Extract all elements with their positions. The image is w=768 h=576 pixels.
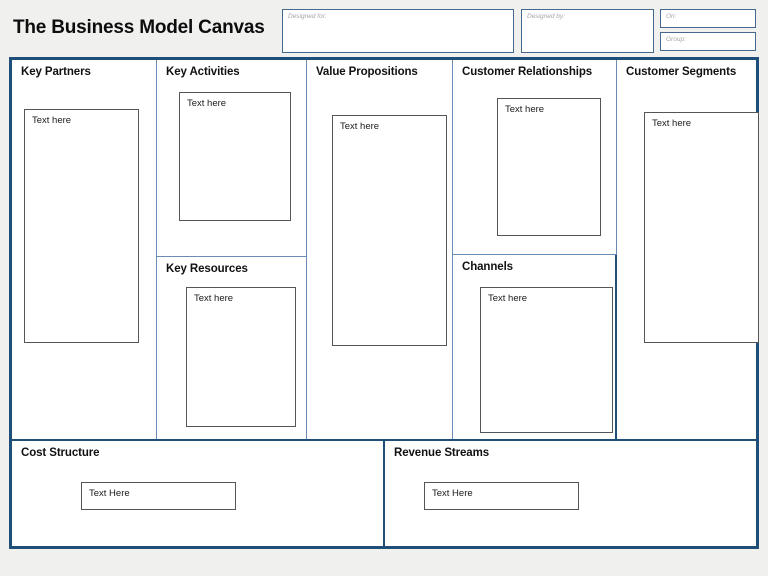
block-customer-segments[interactable]: Customer Segments Text here	[617, 60, 759, 439]
textbox-customer-relationships[interactable]: Text here	[497, 98, 601, 236]
textbox-key-activities[interactable]: Text here	[179, 92, 291, 221]
textbox-label-channels: Text here	[488, 293, 528, 304]
block-key-activities[interactable]: Key Activities Text here	[157, 60, 307, 257]
canvas-header: The Business Model Canvas Designed for: …	[0, 0, 768, 55]
block-title-value-propositions: Value Propositions	[316, 66, 418, 78]
textbox-label-cost-structure: Text Here	[89, 488, 130, 499]
block-title-key-activities: Key Activities	[166, 66, 240, 78]
block-title-customer-segments: Customer Segments	[626, 66, 737, 78]
textbox-label-revenue-streams: Text Here	[432, 488, 473, 499]
block-title-channels: Channels	[462, 261, 513, 273]
block-channels[interactable]: Channels Text here	[453, 255, 617, 439]
textbox-label-key-activities: Text here	[187, 98, 227, 109]
on-date-field[interactable]: On:	[660, 9, 756, 28]
textbox-revenue-streams[interactable]: Text Here	[424, 482, 579, 510]
page-title: The Business Model Canvas	[13, 17, 265, 38]
textbox-cost-structure[interactable]: Text Here	[81, 482, 236, 510]
designed-by-field[interactable]: Designed by:	[521, 9, 654, 53]
block-title-cost-structure: Cost Structure	[21, 447, 100, 459]
textbox-label-key-resources: Text here	[194, 293, 234, 304]
business-model-canvas-grid: Key Partners Text here Key Activities Te…	[9, 57, 759, 549]
block-key-resources[interactable]: Key Resources Text here	[157, 257, 307, 439]
block-key-partners[interactable]: Key Partners Text here	[12, 60, 157, 439]
block-title-key-partners: Key Partners	[21, 66, 91, 78]
block-customer-relationships[interactable]: Customer Relationships Text here	[453, 60, 617, 255]
textbox-label-customer-relationships: Text here	[505, 104, 545, 115]
group-label: Group:	[666, 36, 686, 43]
designed-for-label: Designed for:	[288, 13, 327, 20]
designed-for-field[interactable]: Designed for:	[282, 9, 514, 53]
textbox-channels[interactable]: Text here	[480, 287, 613, 433]
block-revenue-streams[interactable]: Revenue Streams Text Here	[385, 439, 756, 546]
textbox-key-partners[interactable]: Text here	[24, 109, 139, 343]
block-title-customer-relationships: Customer Relationships	[462, 66, 593, 78]
textbox-customer-segments[interactable]: Text here	[644, 112, 759, 343]
textbox-label-key-partners: Text here	[32, 115, 72, 126]
block-value-propositions[interactable]: Value Propositions Text here	[307, 60, 453, 439]
textbox-value-propositions[interactable]: Text here	[332, 115, 447, 346]
group-field[interactable]: Group:	[660, 32, 756, 51]
block-title-revenue-streams: Revenue Streams	[394, 447, 490, 459]
textbox-label-value-propositions: Text here	[340, 121, 380, 132]
designed-by-label: Designed by:	[527, 13, 565, 20]
on-date-label: On:	[666, 13, 677, 20]
textbox-key-resources[interactable]: Text here	[186, 287, 296, 427]
block-title-key-resources: Key Resources	[166, 263, 248, 275]
textbox-label-customer-segments: Text here	[652, 118, 692, 129]
block-cost-structure[interactable]: Cost Structure Text Here	[12, 439, 385, 546]
